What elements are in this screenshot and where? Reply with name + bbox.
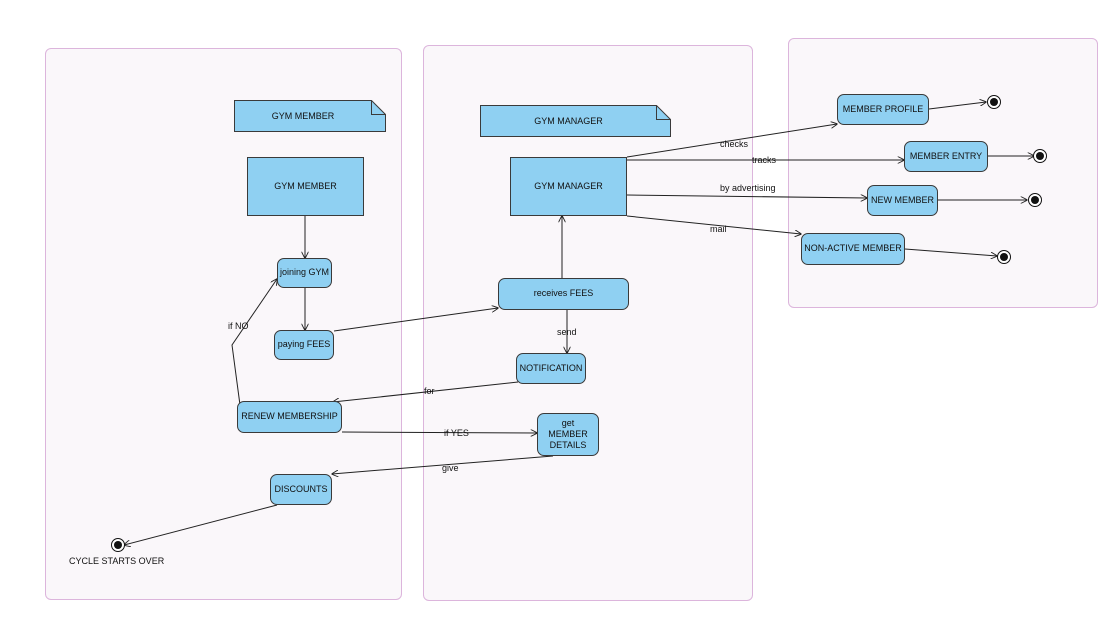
edge-profile-final (928, 102, 986, 110)
final-state-icon (987, 95, 1001, 109)
note-gym-member-label: GYM MEMBER (271, 111, 335, 121)
edge-label-mail: mail (710, 224, 727, 234)
edge-label-for: for (424, 386, 435, 396)
state-renew-membership[interactable]: RENEW MEMBERSHIP (237, 401, 342, 433)
edge-renew-to-details-if-yes (341, 432, 537, 433)
final-state-label: CYCLE STARTS OVER (69, 556, 165, 566)
state-new-member[interactable]: NEW MEMBER (867, 185, 938, 216)
final-state-icon (111, 538, 125, 552)
state-receives-fees[interactable]: receives FEES (498, 278, 629, 310)
edge-label-if-no: if NO (228, 321, 249, 331)
edge-renew-to-joining-if-no (231, 279, 277, 406)
edge-label-give: give (442, 463, 459, 473)
edge-discounts-to-final (124, 504, 278, 545)
edge-label-checks: checks (720, 139, 749, 149)
state-non-active-member[interactable]: NON-ACTIVE MEMBER (801, 233, 905, 265)
edge-paying-to-receives (333, 308, 498, 332)
state-member-entry[interactable]: MEMBER ENTRY (904, 141, 988, 172)
state-paying-fees[interactable]: paying FEES (274, 330, 334, 360)
edge-label-send: send (557, 327, 577, 337)
edge-mail (626, 215, 801, 234)
note-gym-manager: GYM MANAGER (480, 105, 671, 137)
edge-label-by-advertising: by advertising (720, 183, 776, 193)
state-member-profile[interactable]: MEMBER PROFILE (837, 94, 929, 125)
state-get-member-details[interactable]: get MEMBER DETAILS (537, 413, 599, 456)
note-gym-manager-label: GYM MANAGER (534, 116, 603, 126)
edge-checks (626, 124, 837, 158)
edge-label-if-yes: if YES (444, 428, 469, 438)
edge-advertising (626, 195, 867, 198)
state-joining-gym[interactable]: joining GYM (277, 258, 332, 288)
final-state-icon (1033, 149, 1047, 163)
edge-notification-to-renew (333, 381, 519, 402)
gym-member-box[interactable]: GYM MEMBER (247, 157, 364, 216)
final-state-icon (997, 250, 1011, 264)
lane-gym-member (45, 48, 402, 600)
gym-manager-box[interactable]: GYM MANAGER (510, 157, 627, 216)
edge-nonactive-final (904, 248, 997, 256)
lane-gym-manager (423, 45, 753, 601)
state-notification[interactable]: NOTIFICATION (516, 353, 586, 384)
edge-label-tracks: tracks (752, 155, 777, 165)
final-state-icon (1028, 193, 1042, 207)
edge-details-to-discounts (332, 455, 554, 474)
state-discounts[interactable]: DISCOUNTS (270, 474, 332, 505)
note-gym-member: GYM MEMBER (234, 100, 386, 132)
